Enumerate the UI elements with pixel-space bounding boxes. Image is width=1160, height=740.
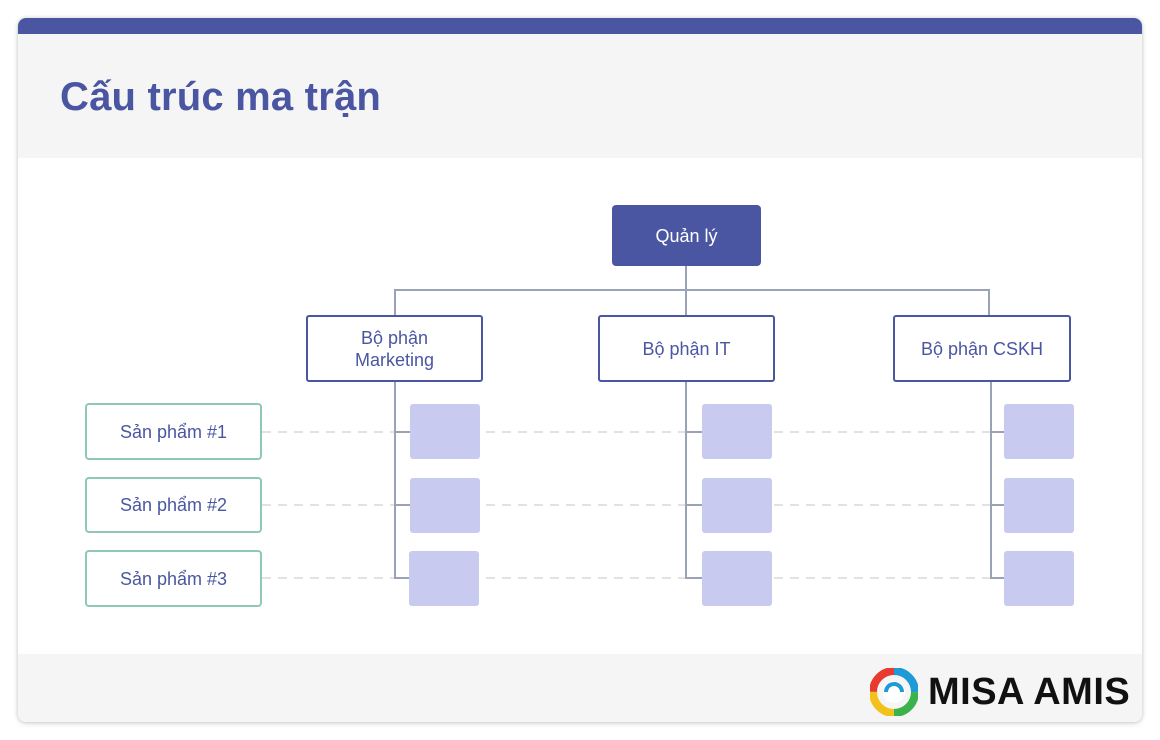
dept-label-it: Bộ phận IT — [642, 338, 731, 359]
matrix-cell — [410, 404, 480, 459]
matrix-cell — [410, 478, 480, 533]
product-label-3: Sản phẩm #3 — [119, 568, 228, 589]
header-panel: Cấu trúc ma trận — [18, 34, 1142, 158]
matrix-cell — [1004, 551, 1074, 606]
dept-label-marketing: Bộ phận Marketing — [354, 327, 435, 370]
matrix-cell — [1004, 404, 1074, 459]
accent-bar — [18, 18, 1142, 34]
dept-node-cskh: Bộ phận CSKH — [893, 315, 1071, 382]
dept-node-it: Bộ phận IT — [598, 315, 775, 382]
brand-logo-text: MISA AMIS — [928, 671, 1131, 713]
page-title: Cấu trúc ma trận — [60, 75, 382, 119]
matrix-cell — [702, 551, 772, 606]
matrix-cell — [702, 478, 772, 533]
footer-panel — [18, 654, 1142, 722]
product-label-1: Sản phẩm #1 — [119, 421, 228, 442]
dept-label-cskh: Bộ phận CSKH — [920, 338, 1044, 359]
matrix-cell — [409, 551, 479, 606]
dept-node-marketing: Bộ phận Marketing — [306, 315, 483, 382]
product-node-1: Sản phẩm #1 — [85, 403, 262, 460]
matrix-cell — [1004, 478, 1074, 533]
manager-label: Quản lý — [655, 225, 718, 246]
product-node-2: Sản phẩm #2 — [85, 477, 262, 533]
product-label-2: Sản phẩm #2 — [119, 495, 228, 515]
matrix-cell — [702, 404, 772, 459]
misa-amis-logo-icon — [870, 668, 918, 716]
brand-logo: MISA AMIS — [870, 668, 1130, 716]
product-node-3: Sản phẩm #3 — [85, 550, 262, 607]
manager-node: Quản lý — [612, 205, 761, 266]
